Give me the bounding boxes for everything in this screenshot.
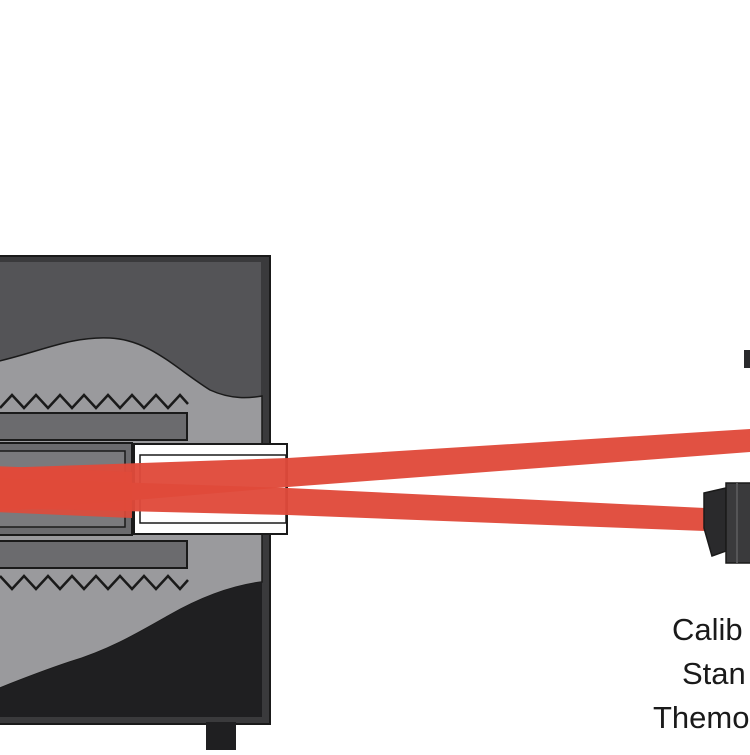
heater-coil-lower-icon: [0, 574, 189, 591]
thermometer-probe-icon: [703, 482, 750, 564]
upper-heater-bar: [0, 412, 188, 441]
label-thermometer: Themo: [653, 700, 750, 735]
beam-in-cavity: [0, 466, 132, 518]
label-calibrator: Calib: [672, 612, 743, 647]
beam-lower: [0, 478, 705, 531]
leader-mark: [744, 350, 750, 368]
lower-dark-block: [0, 582, 262, 717]
lower-heater-bar: [0, 540, 188, 569]
infrared-beams: [0, 429, 750, 531]
housing-foot: [206, 722, 236, 750]
heater-coil-icon: [0, 393, 189, 410]
label-standard: Stan: [682, 656, 746, 691]
probe-nose: [703, 487, 727, 557]
